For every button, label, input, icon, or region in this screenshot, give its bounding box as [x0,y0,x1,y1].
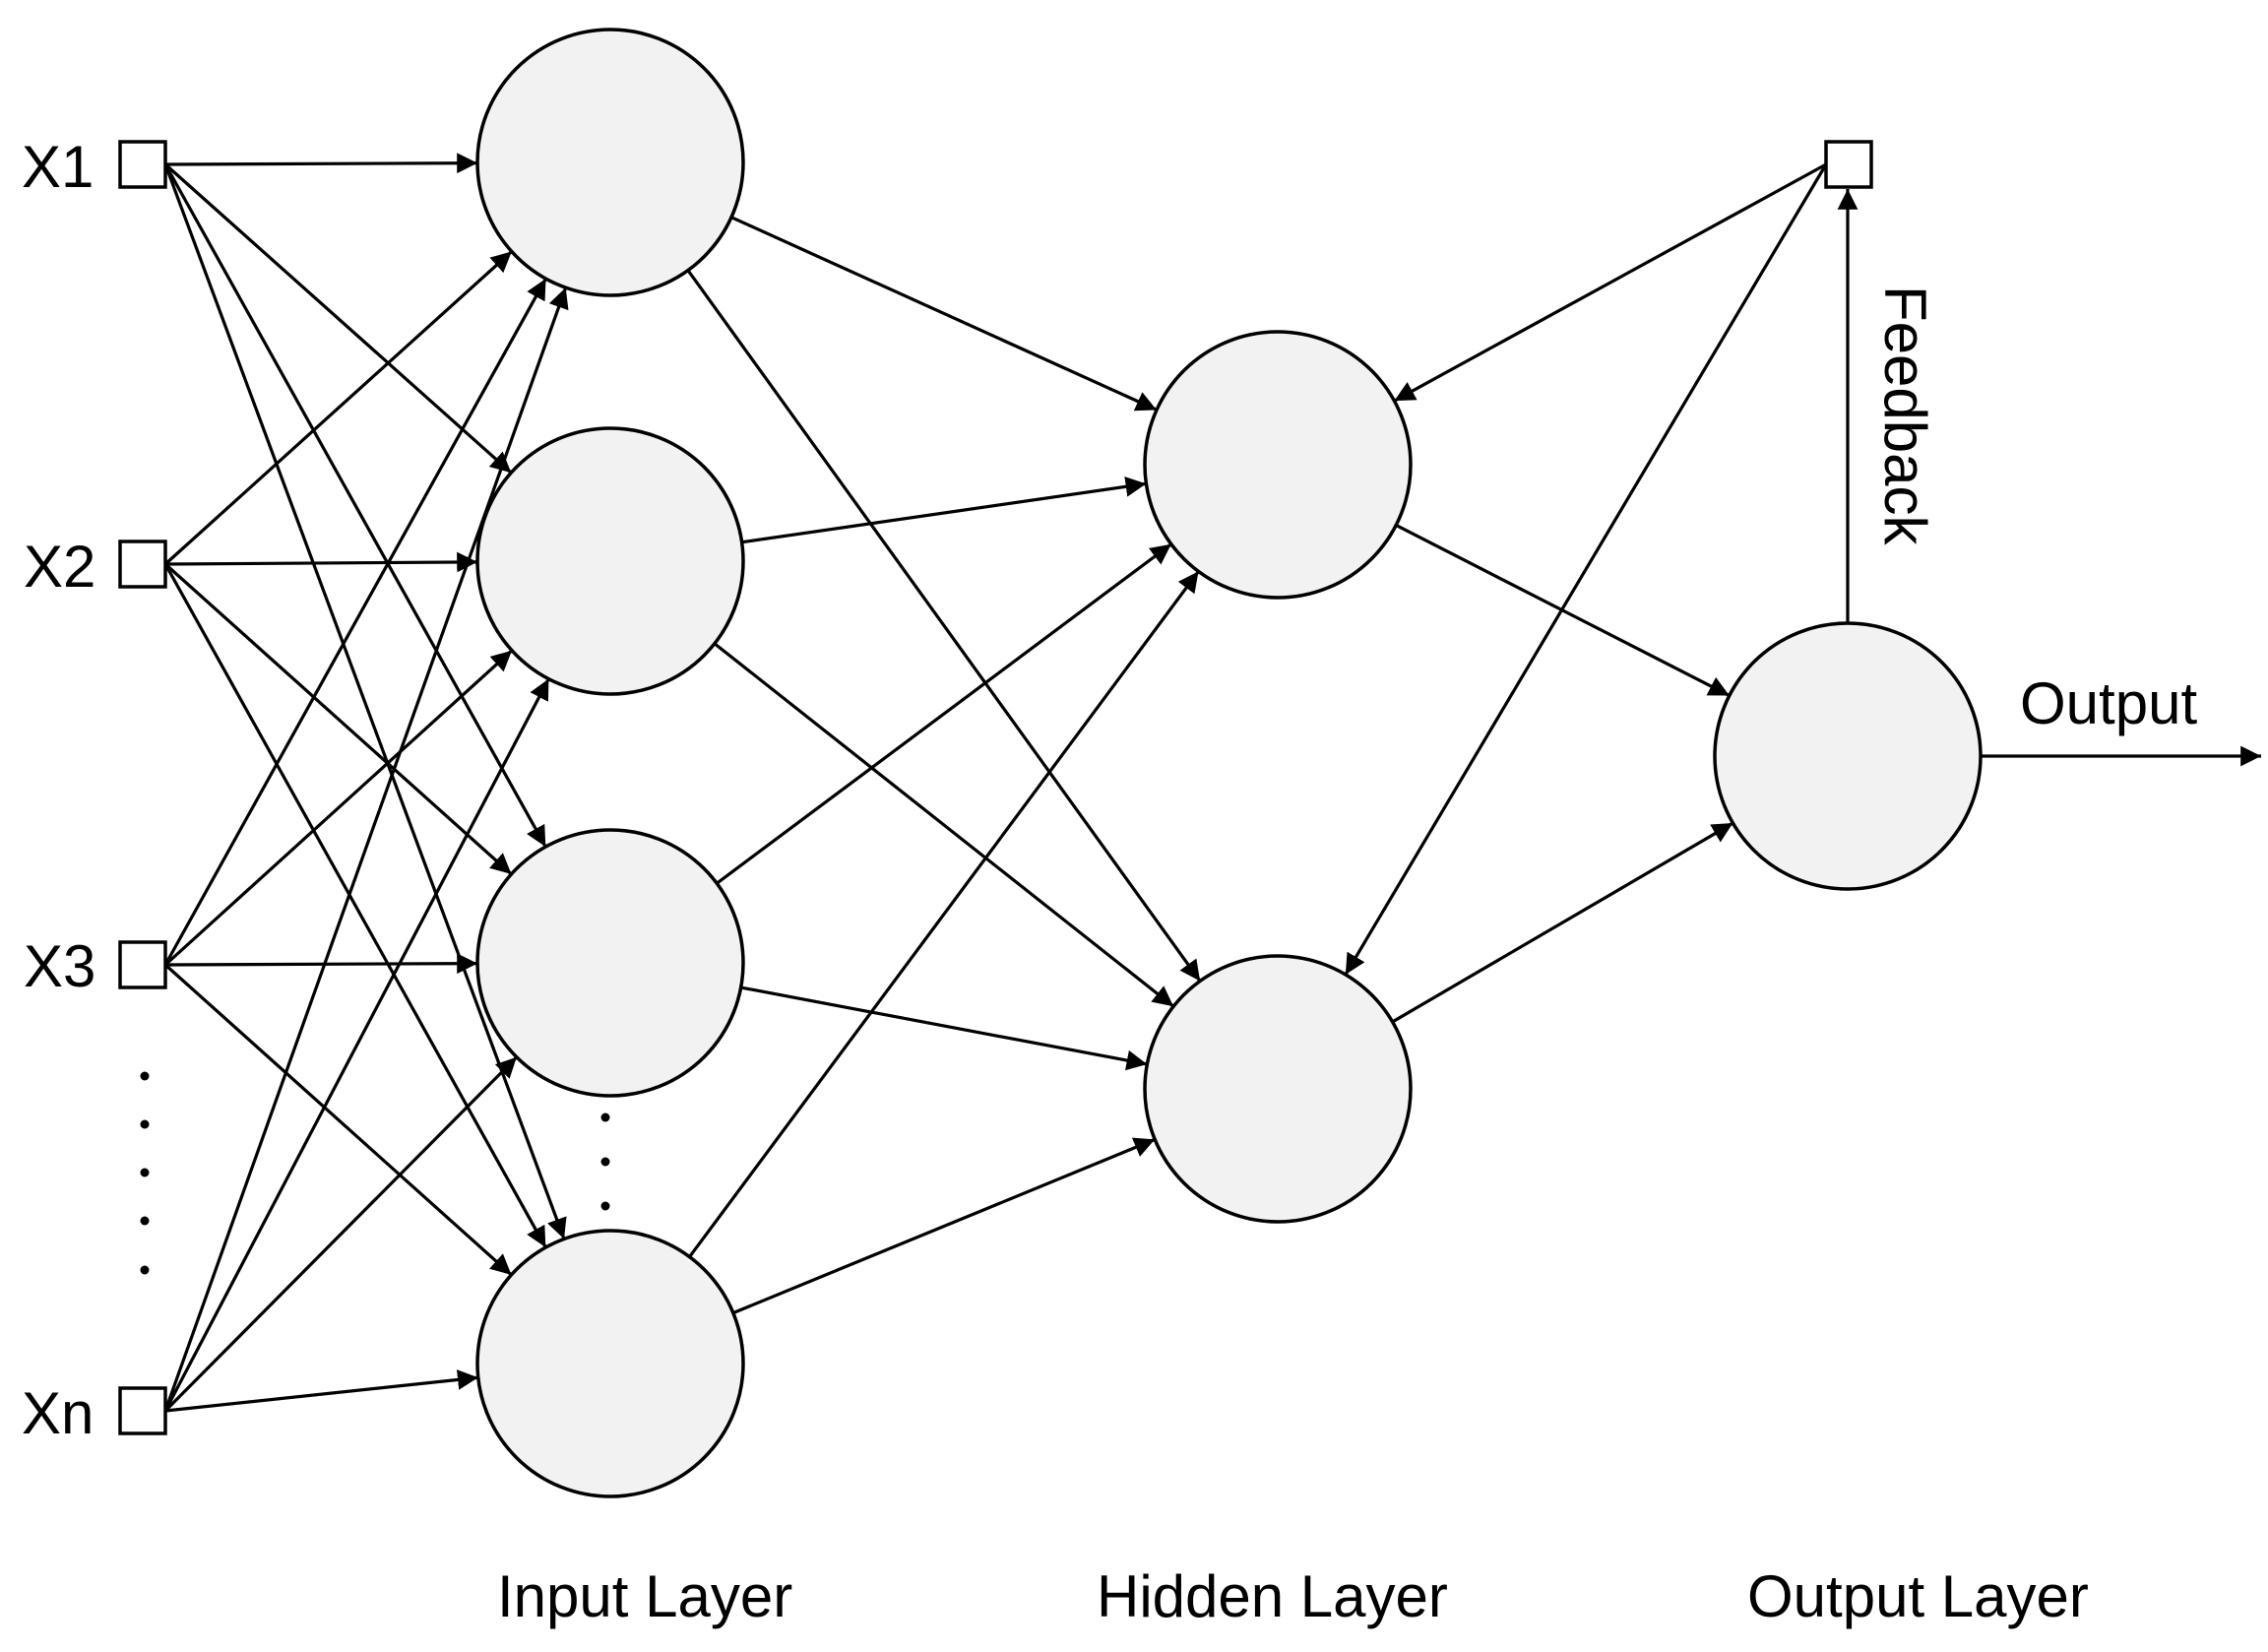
hidden-neuron-1 [1143,330,1413,600]
edge-x2-to-input-3 [163,562,513,876]
input-port-x1 [118,140,167,189]
input-neuron-4 [475,1229,745,1498]
input-label-x1: X1 [22,134,94,200]
edge-x1-to-input-4 [163,163,567,1239]
edge-input-4-to-hidden-1 [688,570,1200,1258]
hidden-layer-label: Hidden Layer [1097,1563,1448,1629]
output-layer-label: Output Layer [1747,1563,2089,1629]
edge-input-3-to-hidden-2 [740,985,1148,1071]
edge-feedback-to-hidden-1 [1393,162,1827,403]
output-neuron [1713,621,1983,891]
edge-input-3-to-hidden-1 [716,542,1172,885]
hidden-neuron-2 [1143,954,1413,1224]
edge-x2-to-input-2 [164,551,478,573]
input-ellipsis [140,1071,150,1275]
edge-xn-to-input-4 [164,1369,478,1413]
edge-input-1-to-hidden-2 [686,269,1202,983]
input-neuron-1 [475,28,745,297]
edge-x1-to-input-1 [164,153,478,174]
edge-x3-to-input-3 [164,953,478,975]
edge-x3-to-input-4 [163,963,513,1277]
edge-hidden-2-to-output [1391,821,1734,1024]
output-layer-nodes [1713,621,1983,891]
input-label-xn: Xn [22,1380,94,1446]
edge-xn-to-input-2 [163,677,550,1412]
hidden-layer-nodes [1143,330,1413,1224]
edge-input-2-to-hidden-2 [713,642,1175,1008]
input-layer-label: Input Layer [497,1563,792,1629]
edge-input-1-to-hidden-1 [730,216,1158,412]
edge-x2-to-input-1 [163,250,513,566]
input-port-x3 [118,940,167,989]
edge-x3-to-input-1 [163,278,547,966]
input-layer-nodes [475,28,745,1498]
edge-x1-to-input-2 [163,162,513,475]
input-label-x3: X3 [24,933,95,999]
input-label-x2: X2 [24,534,95,600]
edge-xn-to-input-3 [163,1055,518,1413]
edge-input-4-to-hidden-2 [732,1137,1156,1315]
connections [163,153,2261,1413]
input-port-xn [118,1386,167,1435]
edge-x3-to-input-2 [163,649,514,967]
input-port-x2 [118,540,167,589]
input-ports [118,140,1873,1435]
edge-xn-to-input-1 [163,286,569,1412]
input-neuron-3 [475,828,745,1098]
edge-x2-to-input-4 [163,563,547,1248]
feedback-port [1824,140,1873,189]
input-neuron-2 [475,426,745,696]
input-layer-ellipsis [600,1112,610,1211]
output-label: Output [2020,670,2197,736]
feedback-label: Feedback [1872,286,1938,545]
edge-feedback-to-hidden-2 [1344,163,1828,976]
edge-input-2-to-hidden-1 [741,476,1147,544]
edge-x1-to-input-3 [163,163,547,848]
